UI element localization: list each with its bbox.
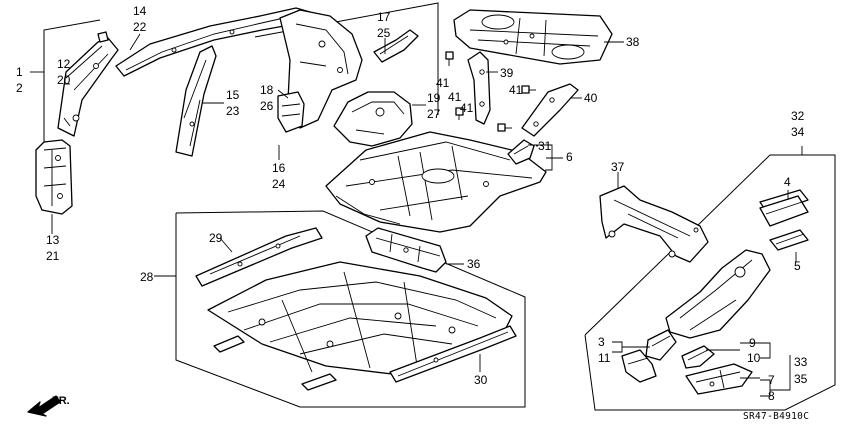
rear-tray-part: [453, 9, 613, 65]
callout-25: 25: [377, 26, 391, 40]
bracket-9-10-part: [681, 345, 715, 369]
rear-crossmember-part: [599, 185, 709, 263]
callout-5: 5: [794, 259, 801, 273]
callout-11: 11: [598, 351, 611, 365]
floor-side-sill-30-part: [389, 325, 517, 383]
callout-33: 33: [794, 355, 808, 369]
bracket-3-part: [645, 329, 677, 361]
callout-14: 14: [133, 4, 147, 18]
callout-17: 17: [377, 10, 391, 24]
shelf-bracket-right-part: [521, 83, 579, 137]
callout-10: 10: [747, 351, 761, 365]
middle-crossmember-part: [365, 227, 447, 273]
diagram-code: SR47-B4910C: [743, 411, 809, 422]
callout-22: 22: [133, 20, 147, 34]
callout-32: 32: [791, 109, 805, 123]
floor-bracket-31-part: [507, 139, 535, 165]
callout-36: 36: [467, 257, 481, 271]
callout-23: 23: [226, 104, 240, 118]
rear-wheelhouse-part: [333, 91, 413, 147]
callout-16: 16: [272, 161, 286, 175]
callout-41-c: 41: [509, 83, 523, 97]
floor-side-sill-29-part: [195, 227, 323, 287]
callout-40: 40: [584, 91, 598, 105]
callout-8: 8: [768, 389, 775, 403]
rear-frame-extension-4-part: [759, 195, 809, 227]
bolt-41-group: [445, 51, 536, 132]
callout-18: 18: [260, 83, 274, 97]
callout-9: 9: [749, 336, 756, 350]
front-floor-part: [207, 261, 513, 375]
frame-front-floor-group: [175, 210, 526, 408]
callout-1: 1: [16, 65, 23, 79]
callout-34: 34: [791, 125, 805, 139]
direction-label: FR.: [52, 395, 70, 407]
callout-30: 30: [474, 373, 488, 387]
callout-2: 2: [16, 81, 23, 95]
callout-29: 29: [209, 231, 223, 245]
frame-left-pillar: [43, 19, 101, 150]
callout-38: 38: [626, 35, 640, 49]
callout-41-a: 41: [436, 76, 450, 90]
leader-lines: [30, 33, 803, 397]
rear-floor-part: [325, 131, 547, 233]
shelf-bracket-left-part: [467, 51, 491, 125]
callout-26: 26: [260, 99, 274, 113]
wheelhouse-inner-part: [277, 9, 363, 133]
callout-20: 20: [57, 73, 71, 87]
callout-41-b: 41: [448, 90, 462, 104]
callout-28: 28: [140, 270, 154, 284]
rear-frame-extension-5-part: [769, 229, 809, 251]
floor-front-rail-part: [213, 335, 337, 391]
callout-6: 6: [566, 150, 573, 164]
callout-21: 21: [46, 249, 60, 263]
callout-37: 37: [611, 160, 625, 174]
callout-12: 12: [57, 57, 71, 71]
callout-31: 31: [538, 139, 552, 153]
pillar-inner-upper-part: [57, 31, 119, 137]
callout-24: 24: [272, 177, 286, 191]
callout-15: 15: [226, 88, 240, 102]
bracket-7-8-part: [685, 363, 753, 395]
bracket-11-part: [621, 349, 657, 383]
front-direction-arrow: FR.: [27, 395, 70, 417]
center-pillar-inner-part: [175, 45, 217, 157]
callout-3: 3: [598, 335, 605, 349]
callout-4: 4: [784, 175, 791, 189]
callout-41-d: 41: [460, 101, 474, 115]
callout-39: 39: [500, 66, 514, 80]
frame-rear-frame-group: [584, 154, 836, 411]
callout-27: 27: [427, 107, 441, 121]
callout-labels: 1 2 12 20 13 21 14 22 15 23 17 25 18 26 …: [16, 4, 808, 403]
callout-19: 19: [427, 91, 441, 105]
pillar-inner-lower-part: [35, 139, 73, 215]
callout-35: 35: [794, 372, 808, 386]
callout-13: 13: [46, 233, 60, 247]
callout-7: 7: [768, 373, 775, 387]
